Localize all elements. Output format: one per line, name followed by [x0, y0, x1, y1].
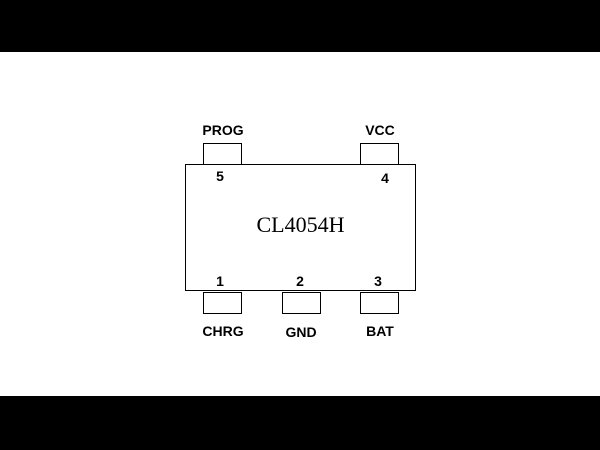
pin-5-lead	[203, 143, 242, 165]
pin-4-number: 4	[381, 170, 389, 186]
pin-3-lead	[360, 292, 399, 314]
pin-3-label: BAT	[366, 323, 394, 339]
pin-5-number: 5	[216, 168, 224, 184]
chip-name: CL4054H	[256, 212, 345, 237]
chip-body: CL4054H	[185, 164, 416, 291]
letterbox-top	[0, 0, 600, 52]
diagram-canvas: CL4054H PROG VCC 5 4 1 2 3 CHRG GND BAT	[0, 52, 600, 396]
pin-1-label: CHRG	[202, 323, 244, 339]
pin-2-number: 2	[296, 273, 304, 289]
letterbox-bottom	[0, 396, 600, 450]
pin-1-number: 1	[216, 273, 224, 289]
pin-3-number: 3	[374, 273, 382, 289]
pin-4-lead	[360, 143, 399, 165]
pin-2-lead	[282, 292, 321, 314]
pin-2-label: GND	[285, 324, 317, 340]
pin-4-label: VCC	[365, 122, 395, 138]
pin-5-label: PROG	[202, 122, 244, 138]
pin-1-lead	[203, 292, 242, 314]
